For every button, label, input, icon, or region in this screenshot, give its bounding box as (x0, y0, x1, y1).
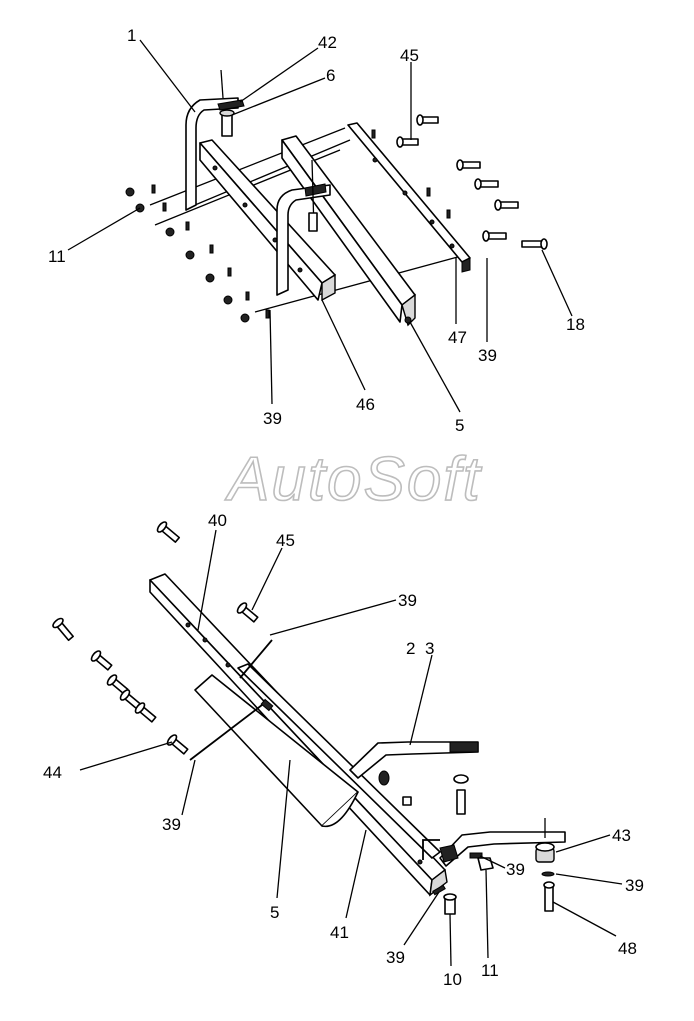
nuts-upper-left (125, 129, 451, 323)
callout-47: 47 (448, 328, 467, 347)
hook-bracket-part-1 (185, 69, 245, 211)
callout-39-lower-right: 39 (625, 876, 644, 895)
callout-45-upper: 45 (400, 46, 419, 65)
plate-part-5-lower (194, 674, 359, 828)
callout-39-upper-left: 39 (263, 409, 282, 428)
callout-6: 6 (326, 66, 335, 85)
plate-part-5-upper (281, 135, 416, 327)
callout-3: 3 (425, 639, 434, 658)
callout-39-lower-bottom: 39 (386, 948, 405, 967)
spacer-washer-bolt-group (535, 842, 555, 912)
bracket-arm-lower-right (422, 818, 566, 867)
center-hook-bracket (276, 159, 331, 296)
callout-2: 2 (406, 639, 415, 658)
callout-39-upper-right: 39 (478, 346, 497, 365)
watermark-text: AutoSoft (224, 445, 483, 514)
callout-44: 44 (43, 763, 62, 782)
callout-39-lower-top: 39 (398, 591, 417, 610)
callout-39-lower-mid: 39 (506, 860, 525, 879)
callout-11-lower: 11 (481, 961, 499, 980)
callout-43: 43 (612, 826, 631, 845)
callout-5-upper: 5 (455, 416, 464, 435)
strip-plate-part-47 (347, 122, 471, 273)
callout-42: 42 (318, 33, 337, 52)
carriage-bolts-upper-right (396, 114, 548, 250)
callout-46: 46 (356, 395, 375, 414)
upper-assembly: 1 42 6 45 11 18 47 39 39 46 5 (48, 26, 585, 435)
bracket-arm-part-2-3 (349, 741, 479, 815)
carriage-bolts-lower-left (52, 521, 259, 755)
callout-40: 40 (208, 511, 227, 530)
callout-10: 10 (443, 970, 462, 989)
callout-5-lower: 5 (270, 903, 279, 922)
channel-bar-part-46 (199, 139, 336, 302)
callout-45-lower: 45 (276, 531, 295, 550)
leader-lines-lower (79, 529, 623, 967)
callout-11-upper: 11 (48, 247, 66, 266)
flat-bar-part-41 (237, 663, 441, 859)
angle-bar-part-40 (149, 573, 448, 897)
leader-lines-upper (67, 39, 573, 413)
callout-18: 18 (566, 315, 585, 334)
callout-1: 1 (127, 26, 136, 45)
callout-48: 48 (618, 939, 637, 958)
callout-41: 41 (330, 923, 349, 942)
lower-assembly: 40 45 39 2 3 44 39 5 41 39 43 39 48 39 1… (43, 511, 644, 989)
callout-39-lower-left: 39 (162, 815, 181, 834)
